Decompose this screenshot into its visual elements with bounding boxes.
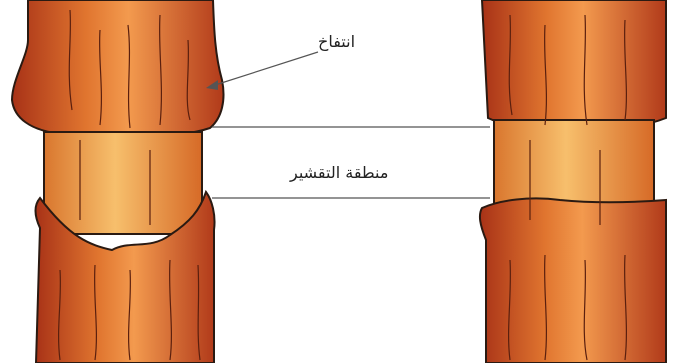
swelling-label: انتفاخ [318, 32, 355, 51]
girdled-zone-label: منطقة التقشير [290, 163, 388, 182]
left-upper-bark-swelling [12, 0, 224, 137]
swelling-arrow-line [212, 52, 318, 86]
left-exposed-wood [44, 132, 202, 234]
left-stem [12, 0, 224, 363]
right-stem [480, 0, 666, 363]
right-lower-bark [480, 198, 666, 363]
